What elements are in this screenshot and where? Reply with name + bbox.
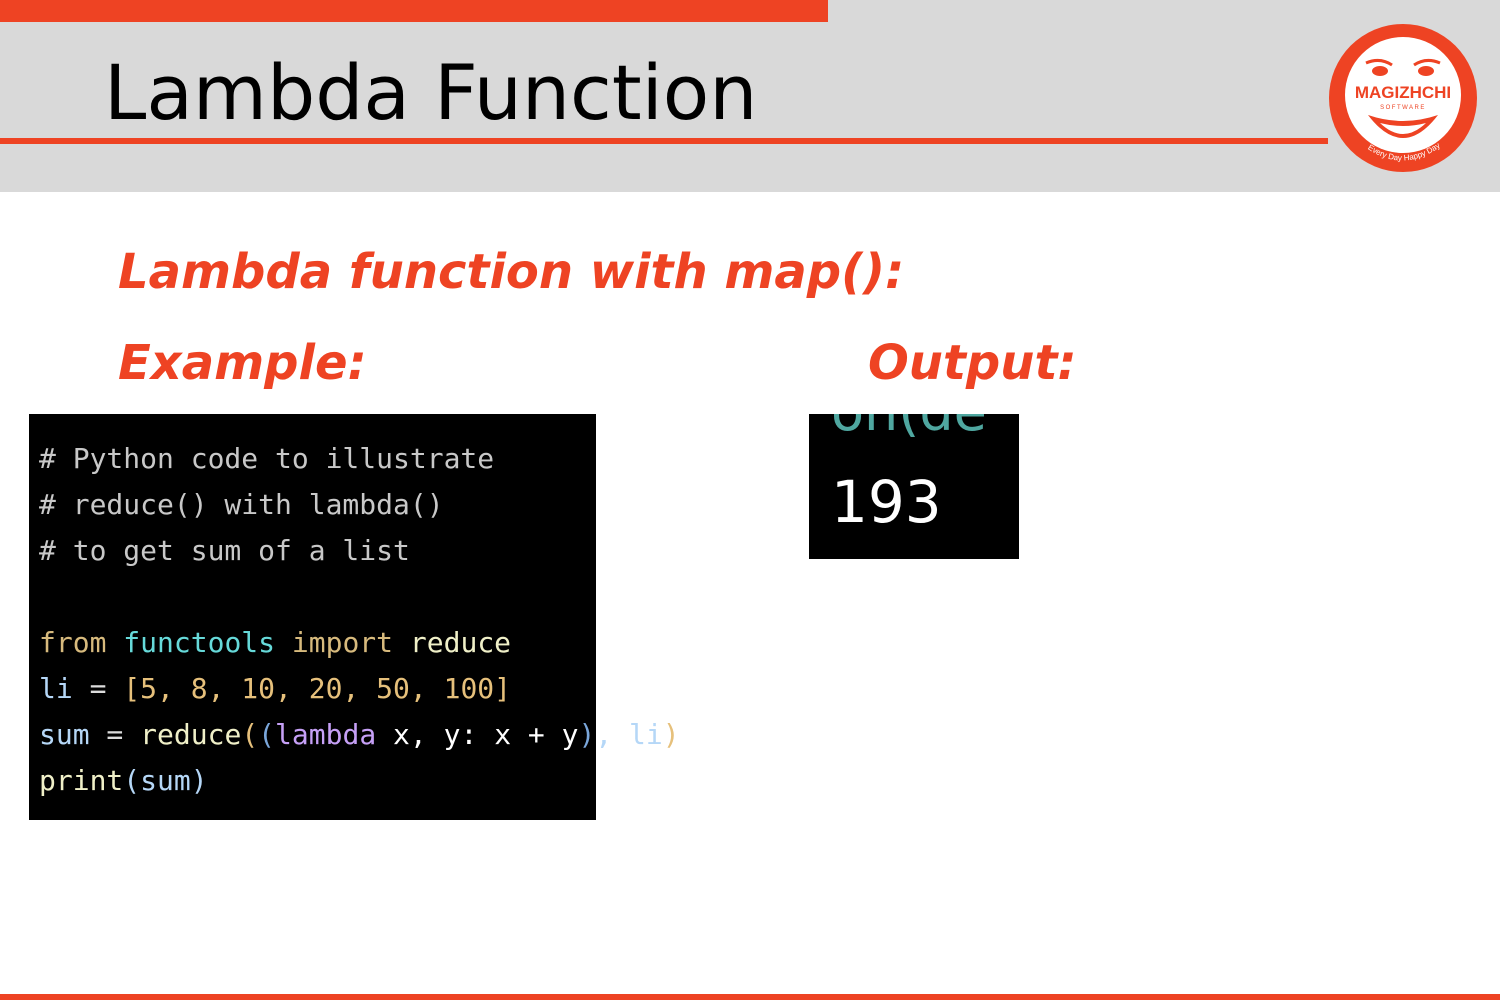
logo-face-icon <box>1365 58 1441 138</box>
code-token: functools <box>123 626 276 659</box>
logo-brand: MAGIZHCHI <box>1355 83 1451 102</box>
logo-sub: SOFTWARE <box>1380 105 1426 111</box>
code-token: = <box>89 718 141 751</box>
code-token: reduce <box>409 626 512 659</box>
title-underline <box>0 138 1328 144</box>
code-line: # Python code to illustrate <box>39 442 495 475</box>
code-line: li = [5, 8, 10, 20, 50, 100] <box>39 666 596 712</box>
code-line: # to get sum of a list <box>39 534 410 567</box>
example-label: Example: <box>118 335 367 391</box>
code-line: sum = reduce((lambda x, y: x + y), li) <box>39 712 680 758</box>
output-partial-text: on(de <box>831 414 987 443</box>
code-token: sum <box>39 718 90 751</box>
output-label: Output: <box>868 335 1077 391</box>
code-snippet-image: # Python code to illustrate # reduce() w… <box>29 414 680 820</box>
code-line-blank <box>39 574 596 620</box>
code-token: li <box>39 672 73 705</box>
code-token: reduce <box>140 718 242 751</box>
code-token: [5, 8, 10, 20, 50, 100] <box>123 672 512 705</box>
code-token: ) <box>662 718 680 751</box>
code-token: ) <box>578 718 596 751</box>
output-snippet-image: on(de 193 <box>809 414 1019 559</box>
code-token: from <box>39 626 107 659</box>
code-token: import <box>291 626 394 659</box>
code-line: from functools import reduce <box>39 620 596 666</box>
footer-rule <box>0 994 1500 1000</box>
code-token: = <box>72 672 124 705</box>
code-line: # reduce() with lambda() <box>39 488 444 521</box>
code-token: x, y: x + y <box>376 718 579 751</box>
code-token: print <box>39 764 124 797</box>
code-token: , li <box>595 718 663 751</box>
output-value: 193 <box>831 468 942 536</box>
code-token: ( <box>258 718 276 751</box>
company-logo: MAGIZHCHI SOFTWARE Every Day Happy Day <box>1328 23 1478 173</box>
header-band <box>0 0 1500 192</box>
slide-title: Lambda Function <box>104 48 758 137</box>
code-line: print(sum) <box>39 758 596 804</box>
code-token: ( <box>241 718 259 751</box>
top-accent-bar <box>0 0 828 22</box>
section-heading: Lambda function with map(): <box>118 244 905 300</box>
code-token: lambda <box>275 718 377 751</box>
code-token: (sum) <box>123 764 208 797</box>
